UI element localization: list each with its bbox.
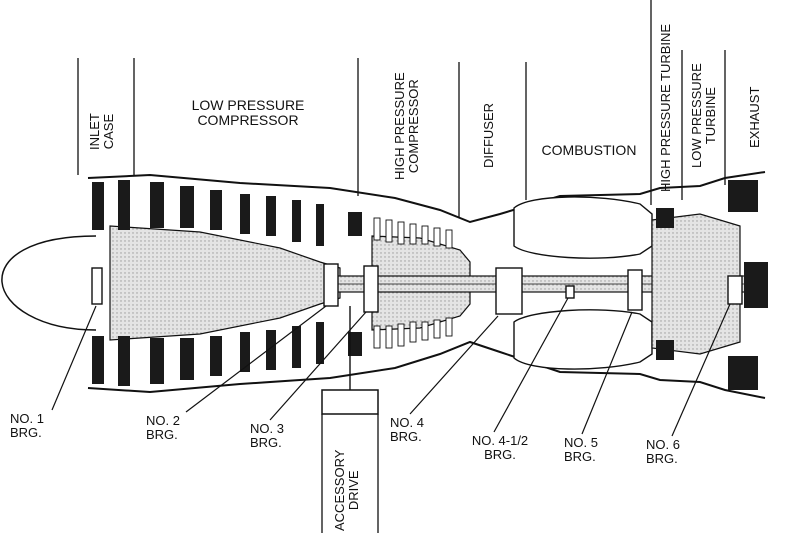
bearing-no4-half-label: NO. 4-1/2 BRG. <box>471 433 529 462</box>
outer-casing-bottom <box>87 340 766 399</box>
low-pressure-compressor-label: LOW PRESSURE COMPRESSOR <box>168 98 328 128</box>
turbine-rotor <box>651 213 741 355</box>
inlet-spinner <box>1 235 97 331</box>
combustion-label: COMBUSTION <box>541 142 637 158</box>
bearing-no4-label: NO. 4 BRG. <box>390 415 424 444</box>
bearing-no2-label: NO. 2 BRG. <box>146 413 180 442</box>
lpc-line2: COMPRESSOR <box>197 112 299 128</box>
inlet-case-label: INLET CASE <box>87 113 116 150</box>
high-pressure-turbine-label: HIGH PRESSURE TURBINE <box>658 23 673 192</box>
exhaust-struts <box>728 180 768 390</box>
bearing-leader-lines <box>51 297 731 437</box>
hp-compressor-blades <box>373 217 453 349</box>
inlet-case-line1: INLET <box>87 113 102 150</box>
lpt-line2: TURBINE <box>703 87 718 145</box>
compressor-blades <box>92 180 362 386</box>
low-pressure-turbine-label: LOW PRESSURE TURBINE <box>689 63 718 168</box>
diffuser-label: DIFFUSER <box>481 103 496 168</box>
combustor-bottom <box>513 309 653 370</box>
outer-casing-top <box>87 171 766 224</box>
accessory-drive-box <box>321 389 379 415</box>
combustor-top <box>513 196 653 259</box>
bearing-housings <box>91 263 743 315</box>
exhaust-label: EXHAUST <box>747 86 762 148</box>
lpc-line1: LOW PRESSURE <box>191 97 305 113</box>
bearing-no5-label: NO. 5 BRG. <box>564 435 598 464</box>
bearing-no1-label: NO. 1 BRG. <box>10 411 44 440</box>
bearing-no6-label: NO. 6 BRG. <box>646 437 680 466</box>
compressor-rotor <box>109 225 341 341</box>
bearing-no3-label: NO. 3 BRG. <box>250 421 284 450</box>
hpc-line1: HIGH PRESSURE <box>392 72 407 180</box>
accessory-drive-label: ACCESSORY DRIVE <box>332 449 361 531</box>
inlet-case-line2: CASE <box>101 113 116 150</box>
lpt-line1: LOW PRESSURE <box>689 63 704 168</box>
hpc-line2: COMPRESSOR <box>406 79 421 174</box>
turbine-blades <box>656 208 674 360</box>
section-dividers <box>77 0 726 218</box>
high-pressure-compressor-label: HIGH PRESSURE COMPRESSOR <box>392 72 421 180</box>
